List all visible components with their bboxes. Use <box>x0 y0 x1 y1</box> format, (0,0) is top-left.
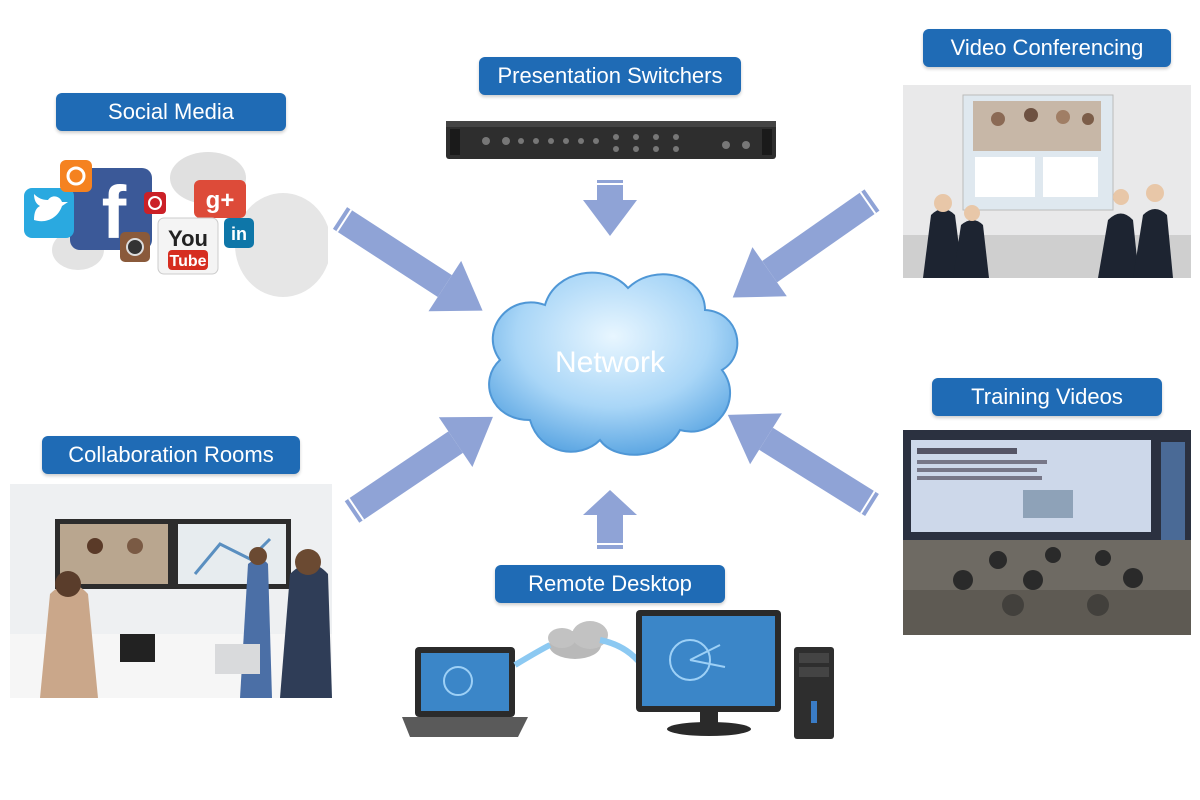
arrow-from-video-conferencing <box>732 189 880 298</box>
small-cloud-icon <box>548 621 608 659</box>
svg-text:Tube: Tube <box>169 253 206 270</box>
training-videos-photo <box>903 430 1191 635</box>
blogger-icon <box>60 160 92 192</box>
collaboration-rooms-photo <box>10 484 332 698</box>
instagram-icon <box>120 232 150 262</box>
svg-text:g+: g+ <box>206 187 235 214</box>
video-conferencing-photo <box>903 85 1191 278</box>
monitor-icon <box>636 610 781 736</box>
collaboration-rooms-label: Collaboration Rooms <box>42 436 300 474</box>
googleplus-icon: g+ <box>194 180 246 218</box>
arrow-from-presentation-switchers <box>583 180 637 236</box>
video-conferencing-label: Video Conferencing <box>923 29 1171 67</box>
social-media-label: Social Media <box>56 93 286 131</box>
network-cloud: Network <box>488 271 739 456</box>
laptop-icon <box>402 647 528 737</box>
twitter-icon <box>24 188 74 238</box>
presentation-switcher-device <box>446 121 776 159</box>
remote-desktop-label: Remote Desktop <box>495 565 725 603</box>
svg-text:in: in <box>231 224 247 244</box>
arrow-from-remote-desktop <box>583 490 637 549</box>
arrow-from-training-videos <box>727 413 879 517</box>
pinterest-icon <box>144 192 166 214</box>
youtube-icon: You Tube <box>157 217 219 275</box>
arrow-from-collaboration-rooms <box>344 416 493 523</box>
computer-tower-icon <box>794 647 834 739</box>
svg-text:You: You <box>168 226 208 251</box>
linkedin-icon: in <box>224 218 254 248</box>
presentation-switchers-label: Presentation Switchers <box>479 57 741 95</box>
social-media-icons: f g+ You Tube in <box>24 152 328 297</box>
training-videos-label: Training Videos <box>932 378 1162 416</box>
network-label: Network <box>555 346 666 379</box>
arrow-from-social-media <box>332 207 483 312</box>
remote-desktop-illustration <box>402 610 834 739</box>
